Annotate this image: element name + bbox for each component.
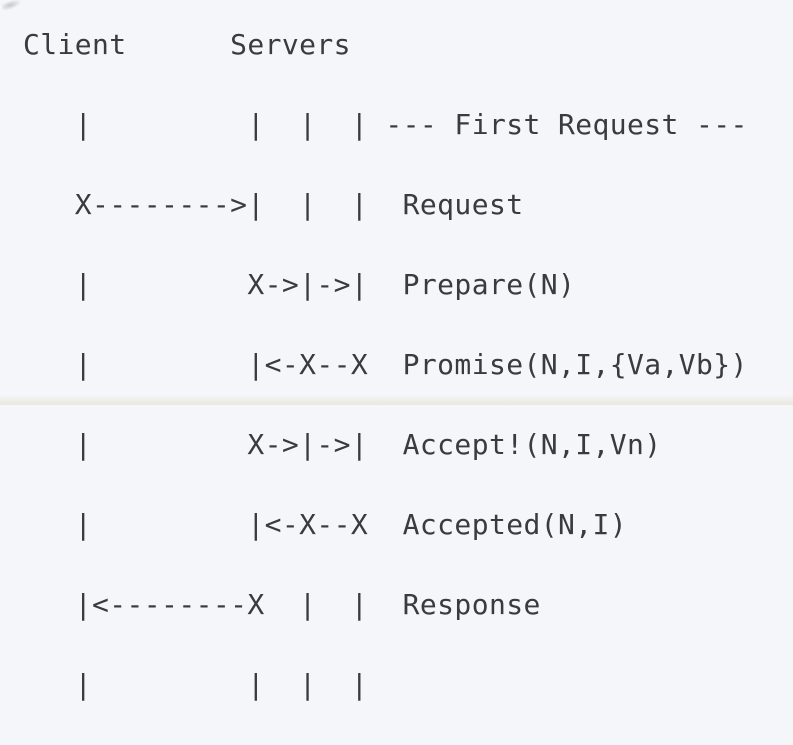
ascii-line-promise: | |<-X--X Promise(N,I,{Va,Vb})	[23, 348, 748, 381]
ascii-line-lifelines: | | | |	[23, 668, 369, 701]
ascii-line-participants: Client Servers	[23, 28, 351, 61]
ascii-line-accept: | X->|->| Accept!(N,I,Vn)	[23, 428, 662, 461]
paxos-sequence-diagram: Client Servers | | | | --- First Request…	[23, 25, 748, 745]
ascii-line-accepted: | |<-X--X Accepted(N,I)	[23, 508, 628, 541]
ascii-line-prepare: | X->|->| Prepare(N)	[23, 268, 576, 301]
ascii-line-request: X-------->| | | Request	[23, 188, 524, 221]
corner-smudge-artifact	[1, 0, 23, 12]
ascii-line-phase-header: | | | | --- First Request ---	[23, 108, 748, 141]
ascii-line-response: |<--------X | | Response	[23, 588, 541, 621]
